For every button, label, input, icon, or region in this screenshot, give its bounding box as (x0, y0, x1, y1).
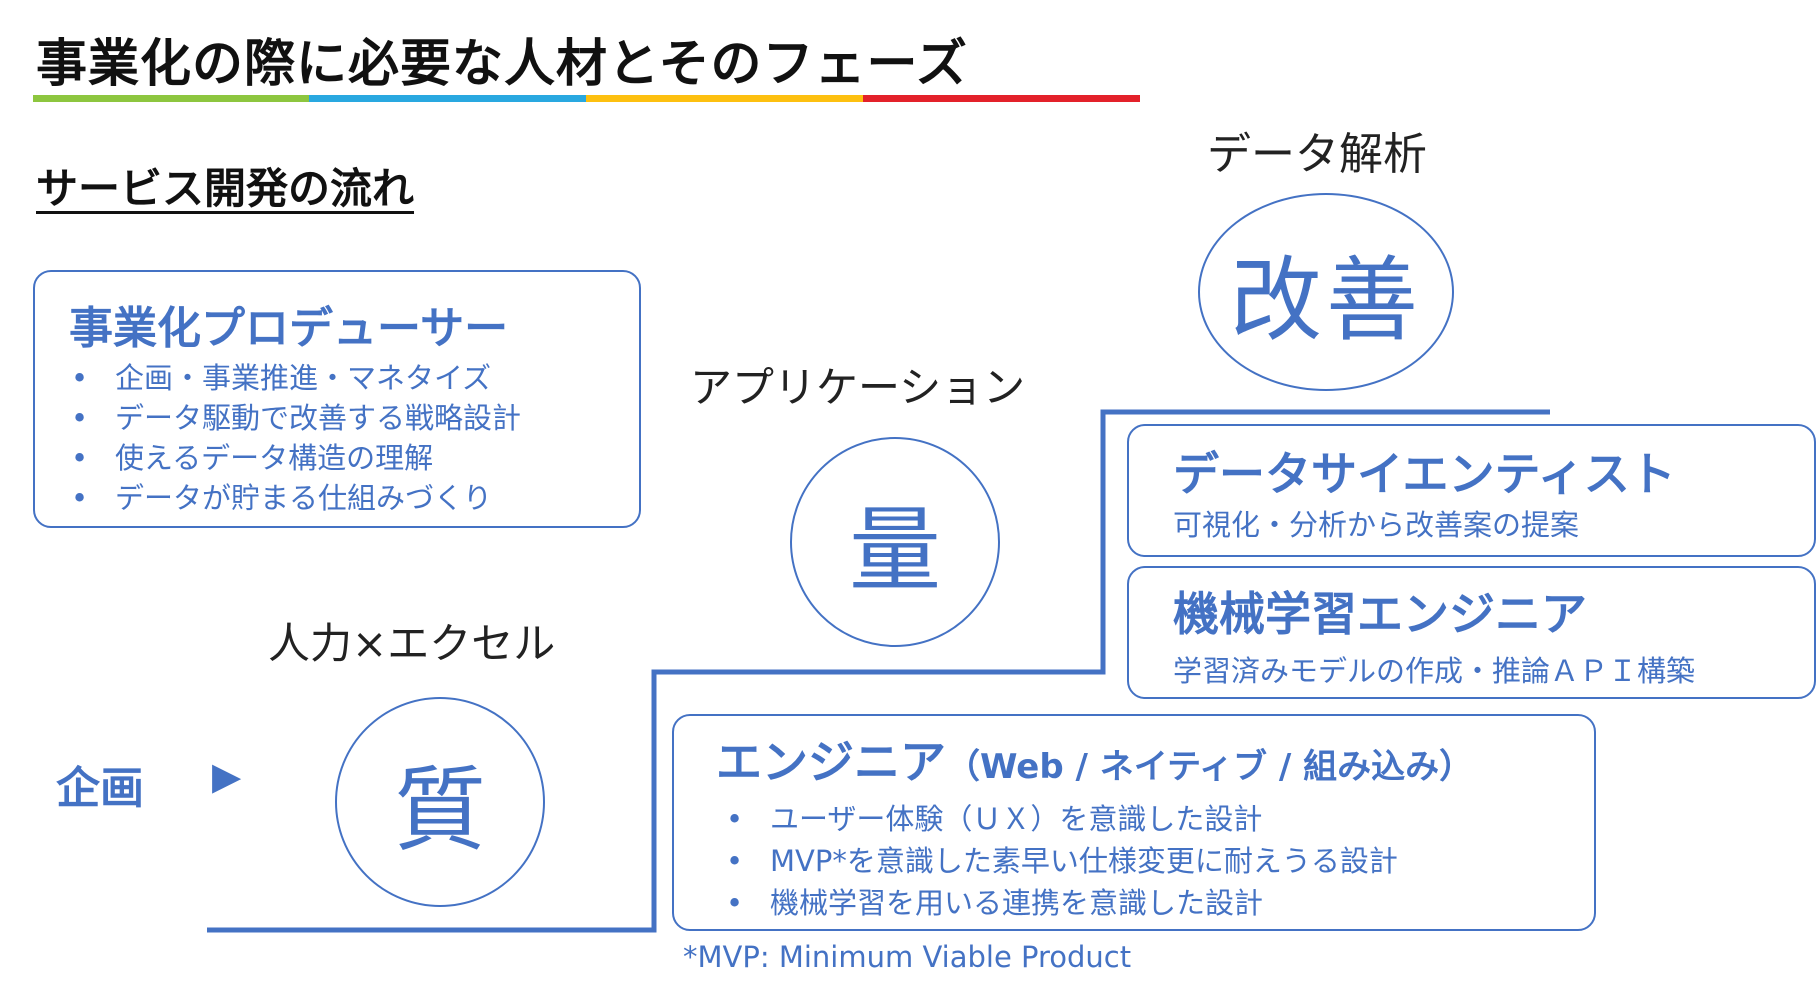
data-scientist-description: 可視化・分析から改善案の提案 (1173, 508, 1580, 542)
engineer-box: エンジニア（Web / ネイティブ / 組み込み） ユーザー体験（ＵＸ）を意識し… (672, 714, 1596, 931)
quantity-caption: アプリケーション (690, 363, 1026, 412)
list-item: データ駆動で改善する戦略設計 (71, 398, 521, 438)
footnote: *MVP: Minimum Viable Product (683, 940, 1132, 974)
engineer-heading: エンジニア（Web / ネイティブ / 組み込み） (716, 726, 1473, 792)
engineer-title: エンジニア (716, 735, 946, 789)
planning-arrow-icon: ▶ (212, 754, 242, 798)
ml-engineer-title: 機械学習エンジニア (1173, 587, 1587, 641)
ml-engineer-box: 機械学習エンジニア 学習済みモデルの作成・推論ＡＰＩ構築 (1127, 566, 1816, 699)
title-underline-blue (309, 95, 586, 102)
section-subtitle: サービス開発の流れ (36, 164, 415, 213)
list-item: MVP*を意識した素早い仕様変更に耐えうる設計 (726, 840, 1398, 882)
list-item: 機械学習を用いる連携を意識した設計 (726, 882, 1398, 924)
list-item: 使えるデータ構造の理解 (71, 438, 521, 478)
quality-caption: 人力×エクセル (268, 619, 556, 668)
title-underline-yellow (586, 95, 863, 102)
ml-engineer-description: 学習済みモデルの作成・推論ＡＰＩ構築 (1173, 654, 1696, 688)
data-scientist-title: データサイエンティスト (1173, 447, 1676, 501)
data-scientist-box: データサイエンティスト 可視化・分析から改善案の提案 (1127, 424, 1816, 557)
producer-title: 事業化プロデューサー (69, 303, 509, 354)
quality-circle: 質 (335, 697, 545, 907)
list-item: ユーザー体験（ＵＸ）を意識した設計 (726, 798, 1398, 840)
title-underline-green (33, 95, 309, 102)
engineer-list: ユーザー体験（ＵＸ）を意識した設計 MVP*を意識した素早い仕様変更に耐えうる設… (726, 798, 1398, 924)
page-title: 事業化の際に必要な人材とそのフェーズ (36, 35, 968, 94)
list-item: 企画・事業推進・マネタイズ (71, 358, 521, 398)
engineer-title-suffix: （Web / ネイティブ / 組み込み） (946, 747, 1474, 787)
improvement-caption: データ解析 (1207, 129, 1427, 180)
planning-label: 企画 (56, 763, 144, 814)
improvement-circle-label: 改善 (1229, 246, 1422, 354)
quality-circle-label: 質 (393, 756, 486, 864)
improvement-circle: 改善 (1198, 193, 1454, 391)
producer-list: 企画・事業推進・マネタイズ データ駆動で改善する戦略設計 使えるデータ構造の理解… (71, 358, 521, 518)
title-underline-red (863, 95, 1140, 102)
producer-box: 事業化プロデューサー 企画・事業推進・マネタイズ データ駆動で改善する戦略設計 … (33, 270, 641, 528)
quantity-circle-label: 量 (848, 496, 941, 604)
quantity-circle: 量 (790, 437, 1000, 647)
list-item: データが貯まる仕組みづくり (71, 478, 521, 518)
